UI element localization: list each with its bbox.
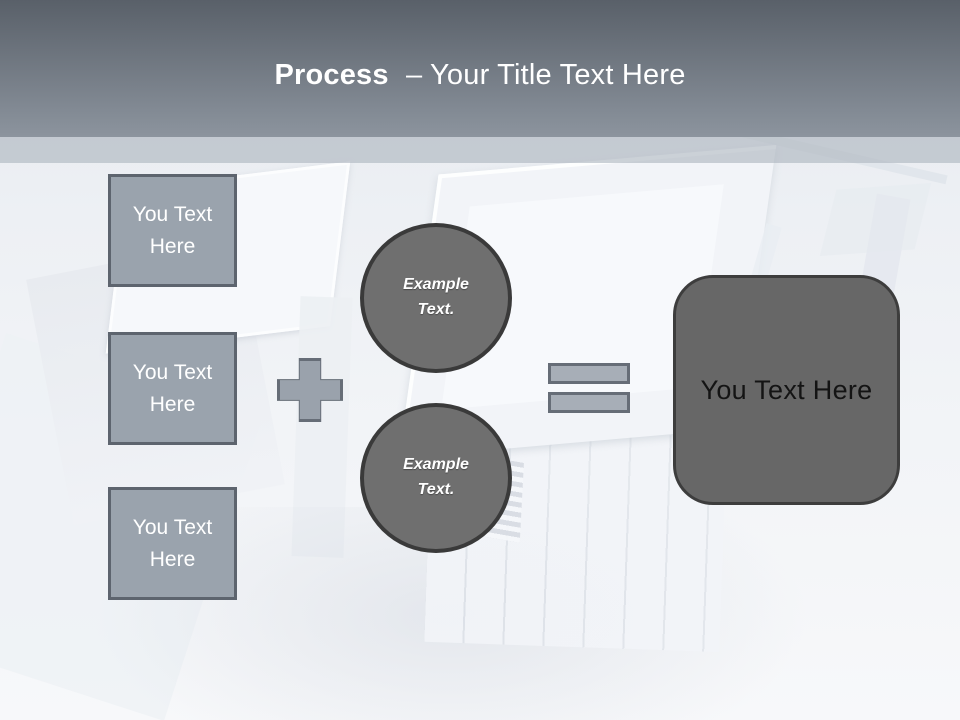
- result-box: You Text Here: [673, 275, 900, 505]
- input-box-3-label: You Text Here: [132, 516, 213, 571]
- example-circle-1-label: Example Text.: [403, 276, 469, 318]
- example-circle-2-label: Example Text.: [403, 456, 469, 498]
- page-title: Process – Your Title Text Here: [274, 45, 685, 92]
- input-box-2: You Text Here: [108, 332, 237, 445]
- title-bar: Process – Your Title Text Here: [0, 0, 960, 137]
- header-accent-band: [0, 137, 960, 163]
- title-keyword: Process: [274, 59, 389, 91]
- input-box-1-label: You Text Here: [132, 203, 213, 258]
- equals-icon-top-bar: [548, 363, 630, 384]
- input-box-3: You Text Here: [108, 487, 237, 600]
- title-subtitle: – Your Title Text Here: [405, 59, 686, 91]
- example-circle-1: Example Text.: [360, 223, 512, 373]
- equals-icon: [548, 363, 630, 413]
- equals-icon-bottom-bar: [548, 392, 630, 413]
- input-box-2-label: You Text Here: [132, 361, 213, 416]
- example-circle-2: Example Text.: [360, 403, 512, 553]
- result-box-label: You Text Here: [700, 374, 873, 405]
- input-box-1: You Text Here: [108, 174, 237, 287]
